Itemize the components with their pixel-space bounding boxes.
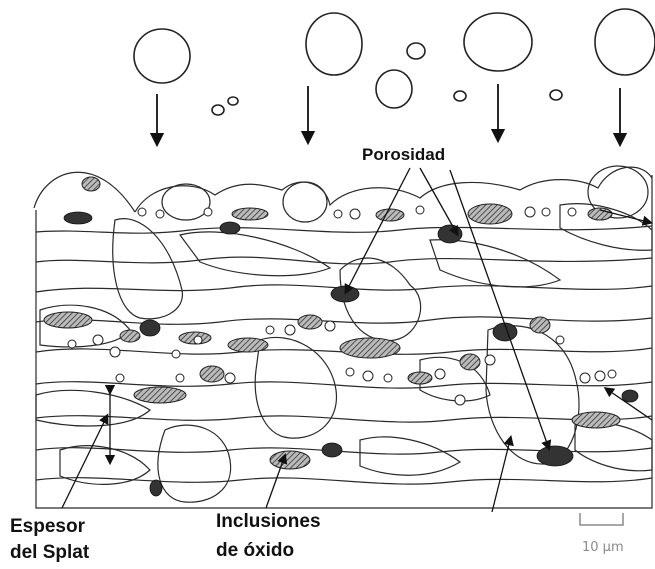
splat-arrow — [492, 440, 510, 512]
oxide-inclusion — [530, 317, 550, 333]
droplet-large — [306, 13, 362, 75]
incoming-droplets — [134, 9, 655, 115]
droplet-medium — [376, 70, 412, 108]
pore — [64, 212, 92, 224]
porosidad-label: Porosidad — [362, 146, 445, 163]
droplet-large — [134, 29, 190, 83]
porosidad-arrow — [347, 168, 410, 290]
pore — [622, 390, 638, 402]
unmelted-particles — [68, 206, 616, 405]
oxide-inclusion — [460, 354, 480, 370]
oxide-inclusion — [134, 387, 186, 403]
droplet-small — [550, 90, 562, 100]
inclusiones-label-line2: de óxido — [216, 541, 294, 560]
oxide-inclusion — [588, 208, 612, 220]
scale-bar — [580, 513, 623, 525]
inclusiones-label-line1: Inclusiones — [216, 512, 321, 531]
pore — [140, 320, 160, 336]
droplet-small — [454, 91, 466, 101]
oxide-inclusion — [270, 451, 310, 469]
oxide-inclusion — [298, 315, 322, 329]
droplet-small — [407, 43, 425, 59]
oxide-inclusion — [572, 412, 620, 428]
oxide-inclusion — [120, 330, 140, 342]
oxide-inclusion — [228, 338, 268, 352]
droplet-small — [228, 97, 238, 105]
espesor-arrow — [62, 418, 106, 508]
espesor-label-line1: Espesor — [10, 517, 85, 536]
oxide-inclusion — [44, 312, 92, 328]
pore — [331, 286, 359, 302]
pore — [322, 443, 342, 457]
pore — [220, 222, 240, 234]
scale-label: 10 µm — [582, 540, 624, 555]
droplet-large — [595, 9, 655, 75]
oxide-inclusion — [376, 209, 404, 221]
oxide-inclusion — [82, 177, 100, 191]
espesor-label-line2: del Splat — [10, 543, 89, 562]
pore — [150, 480, 162, 496]
droplet-small — [212, 105, 224, 115]
oxide-inclusion — [408, 372, 432, 384]
oxide-inclusion — [468, 204, 512, 224]
oxide-inclusion — [340, 338, 400, 358]
porosidad-arrow — [420, 168, 456, 232]
pore — [537, 446, 573, 466]
oxide-inclusion — [200, 366, 224, 382]
droplet-large — [464, 13, 532, 71]
pore — [438, 225, 462, 243]
oxide-inclusion — [232, 208, 268, 220]
